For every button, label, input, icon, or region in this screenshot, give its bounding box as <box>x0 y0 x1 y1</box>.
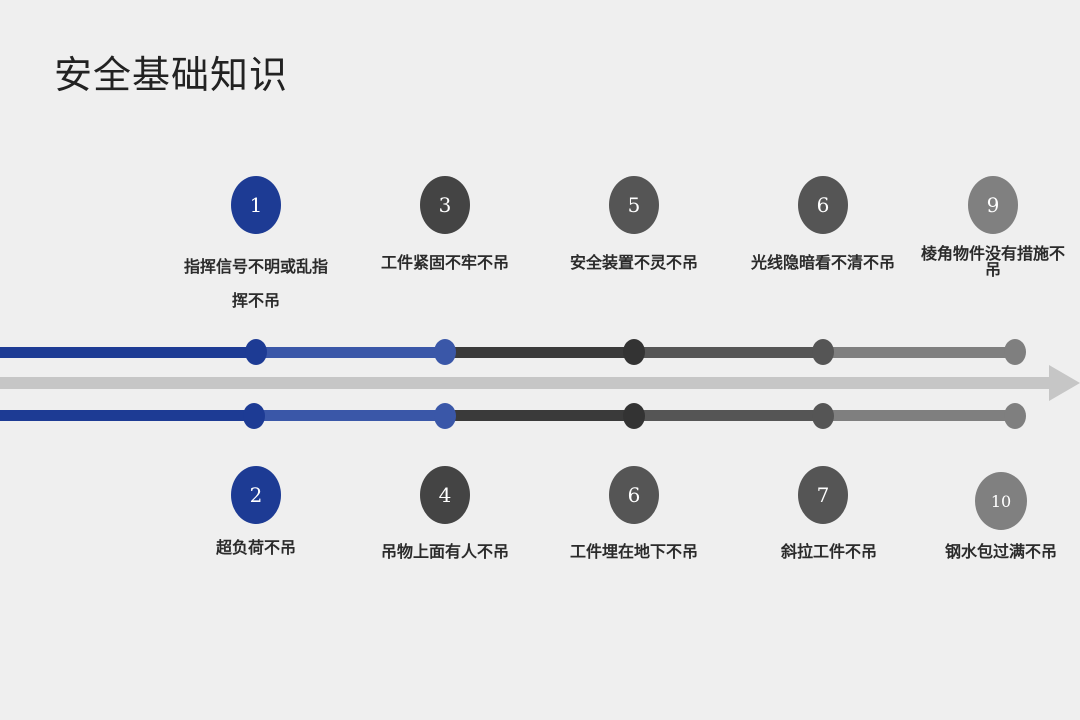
timeline-arrow-shaft <box>0 377 1052 389</box>
top-badge-3: 5 <box>609 176 659 234</box>
bottom-label-2: 吊物上面有人不吊 <box>380 542 509 561</box>
top-badge-1: 1 <box>231 176 281 234</box>
top-label-5: 棱角物件没有措施不吊 <box>920 244 1065 279</box>
top-badge-4: 6 <box>798 176 848 234</box>
top-label-1: 指挥信号不明或乱指挥不吊 <box>183 257 328 310</box>
top-dot-2 <box>434 339 456 365</box>
top-dot-3 <box>623 339 645 365</box>
top-label-3: 安全装置不灵不吊 <box>569 253 698 272</box>
page-title: 安全基础知识 <box>54 53 289 97</box>
bottom-badge-3: 6 <box>609 466 659 524</box>
top-dot-4 <box>812 339 834 365</box>
timeline-graphic <box>0 339 1080 429</box>
bottom-dot-4 <box>812 403 834 429</box>
bottom-label-1: 超负荷不吊 <box>215 538 296 557</box>
bottom-dot-1 <box>243 403 265 429</box>
top-badge-2: 3 <box>420 176 470 234</box>
top-dot-5 <box>1004 339 1026 365</box>
bottom-badge-1: 2 <box>231 466 281 524</box>
top-dot-1 <box>245 339 267 365</box>
top-label-2: 工件紧固不牢不吊 <box>380 253 509 272</box>
top-badge-5: 9 <box>968 176 1018 234</box>
bottom-dot-3 <box>623 403 645 429</box>
bottom-badge-5: 10 <box>975 472 1027 530</box>
bottom-badge-2: 4 <box>420 466 470 524</box>
bottom-badge-4: 7 <box>798 466 848 524</box>
bottom-label-5: 钢水包过满不吊 <box>944 542 1057 561</box>
top-label-4: 光线隐暗看不清不吊 <box>750 253 895 272</box>
bottom-label-4: 斜拉工件不吊 <box>780 542 877 561</box>
bottom-label-3: 工件埋在地下不吊 <box>569 542 698 561</box>
bottom-dot-2 <box>434 403 456 429</box>
bottom-dot-5 <box>1004 403 1026 429</box>
timeline-arrow-head <box>1049 365 1080 401</box>
